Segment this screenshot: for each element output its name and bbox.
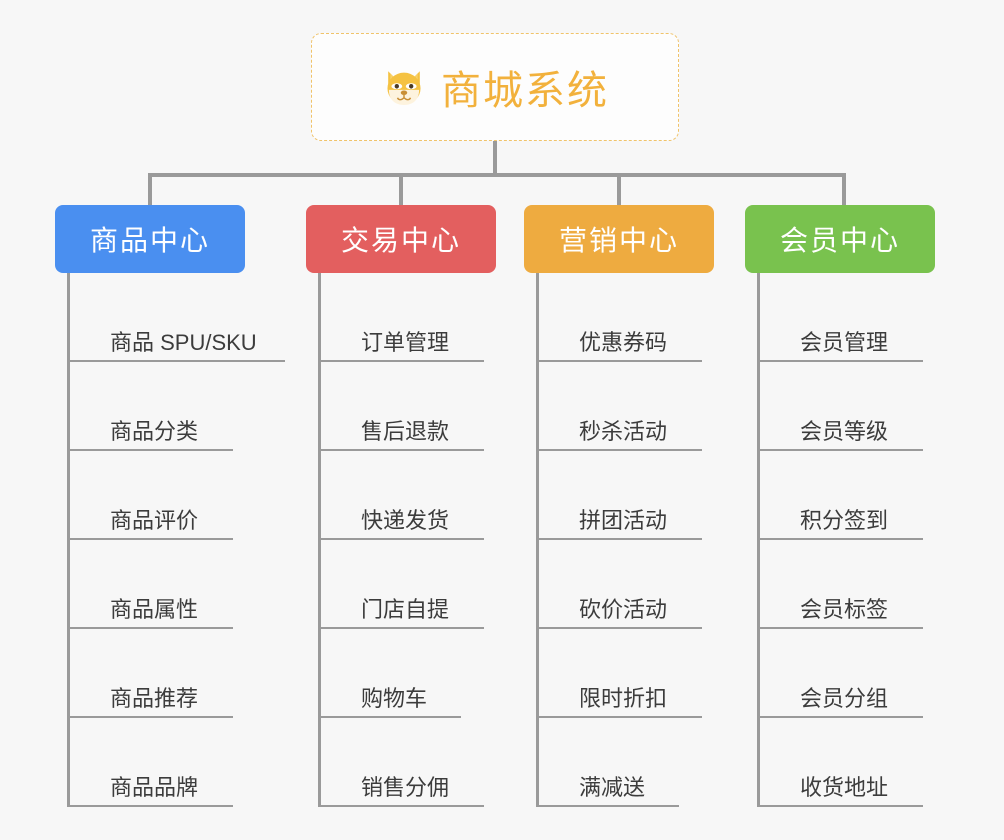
- category-box-member-center[interactable]: 会员中心: [745, 205, 935, 273]
- leaf-item[interactable]: 拼团活动: [539, 451, 726, 540]
- leaf-item-label: 优惠券码: [579, 330, 668, 355]
- leaf-item[interactable]: 购物车: [321, 629, 508, 718]
- leaf-item[interactable]: 商品评价: [70, 451, 257, 540]
- category-column-product-center: 商品中心商品 SPU/SKU 商品分类商品评价商品属性商品推荐商品品牌: [55, 205, 285, 807]
- leaf-item[interactable]: 满减送: [539, 718, 726, 807]
- leaf-item-label: 拼团活动: [579, 508, 668, 533]
- leaf-item-label: 商品推荐: [110, 686, 199, 711]
- connector-drop-product: [148, 173, 152, 207]
- leaf-item-label: 会员分组: [800, 686, 889, 711]
- leaf-item[interactable]: 会员分组: [760, 629, 947, 718]
- leaf-item-underline: [539, 538, 702, 540]
- leaf-item[interactable]: 优惠券码: [539, 273, 726, 362]
- leaf-item-underline: [70, 449, 233, 451]
- leaf-item-underline: [539, 627, 702, 629]
- leaf-item-label: 商品属性: [110, 597, 199, 622]
- leaf-item[interactable]: 商品品牌: [70, 718, 257, 807]
- leaf-item[interactable]: 会员等级: [760, 362, 947, 451]
- leaf-item-label: 商品分类: [110, 419, 199, 444]
- leaf-item-label: 会员管理: [800, 330, 889, 355]
- category-box-product-center[interactable]: 商品中心: [55, 205, 245, 273]
- leaf-item-underline: [70, 538, 233, 540]
- leaf-item[interactable]: 订单管理: [321, 273, 508, 362]
- category-column-member-center: 会员中心会员管理会员等级积分签到会员标签会员分组收货地址: [745, 205, 935, 807]
- leaf-item-label: 收货地址: [800, 775, 889, 800]
- leaf-item[interactable]: 砍价活动: [539, 540, 726, 629]
- leaf-item-underline: [539, 805, 679, 807]
- leaf-item-underline: [760, 360, 923, 362]
- leaf-item-underline: [539, 360, 702, 362]
- leaf-item-label: 会员标签: [800, 597, 889, 622]
- leaf-item-label: 售后退款: [361, 419, 450, 444]
- category-box-trade-center[interactable]: 交易中心: [306, 205, 496, 273]
- leaf-item-underline: [321, 360, 484, 362]
- leaf-item[interactable]: 商品 SPU/SKU: [70, 273, 285, 362]
- leaf-item-underline: [760, 805, 923, 807]
- leaf-item[interactable]: 商品属性: [70, 540, 257, 629]
- connector-root-stem: [493, 141, 497, 177]
- leaf-item-underline: [760, 449, 923, 451]
- leaf-item-label: 限时折扣: [579, 686, 668, 711]
- leaf-item[interactable]: 积分签到: [760, 451, 947, 540]
- leaf-item[interactable]: 会员管理: [760, 273, 947, 362]
- leaf-item-underline: [321, 627, 484, 629]
- connector-horizontal-bus: [148, 173, 846, 177]
- leaf-item-underline: [70, 360, 285, 362]
- root-node-mall-system[interactable]: 商城系统: [311, 33, 679, 141]
- leaf-item[interactable]: 快递发货: [321, 451, 508, 540]
- category-column-marketing-center: 营销中心优惠券码秒杀活动拼团活动砍价活动限时折扣满减送: [524, 205, 714, 807]
- leaf-item-label: 商品评价: [110, 508, 199, 533]
- leaf-item-underline: [539, 716, 702, 718]
- leaf-item[interactable]: 门店自提: [321, 540, 508, 629]
- leaf-item[interactable]: 商品分类: [70, 362, 257, 451]
- leaf-item-underline: [539, 449, 702, 451]
- leaf-item[interactable]: 收货地址: [760, 718, 947, 807]
- leaf-item-label: 商品品牌: [110, 775, 199, 800]
- leaf-item-label: 销售分佣: [361, 775, 450, 800]
- category-label: 会员中心: [779, 225, 900, 256]
- leaf-item-label: 会员等级: [800, 419, 889, 444]
- leaf-item-label: 满减送: [579, 775, 646, 800]
- leaf-item-underline: [760, 627, 923, 629]
- dog-face-icon: [381, 64, 427, 110]
- leaf-list-product-center: 商品 SPU/SKU 商品分类商品评价商品属性商品推荐商品品牌: [67, 273, 285, 807]
- category-column-trade-center: 交易中心订单管理售后退款快递发货门店自提购物车销售分佣: [306, 205, 496, 807]
- category-box-marketing-center[interactable]: 营销中心: [524, 205, 714, 273]
- leaf-item-label: 商品 SPU/SKU: [110, 330, 257, 355]
- leaf-item[interactable]: 限时折扣: [539, 629, 726, 718]
- category-label: 营销中心: [558, 225, 679, 256]
- root-title: 商城系统: [441, 69, 609, 113]
- leaf-item-label: 积分签到: [800, 508, 889, 533]
- leaf-item-underline: [321, 716, 461, 718]
- leaf-item-label: 订单管理: [361, 330, 450, 355]
- leaf-item-underline: [321, 538, 484, 540]
- leaf-list-trade-center: 订单管理售后退款快递发货门店自提购物车销售分佣: [318, 273, 508, 807]
- leaf-item-underline: [70, 716, 233, 718]
- leaf-item[interactable]: 会员标签: [760, 540, 947, 629]
- leaf-item[interactable]: 售后退款: [321, 362, 508, 451]
- leaf-list-marketing-center: 优惠券码秒杀活动拼团活动砍价活动限时折扣满减送: [536, 273, 726, 807]
- leaf-item-underline: [321, 805, 484, 807]
- leaf-item[interactable]: 商品推荐: [70, 629, 257, 718]
- leaf-item-underline: [70, 627, 233, 629]
- category-label: 商品中心: [89, 225, 210, 256]
- leaf-item-underline: [760, 538, 923, 540]
- leaf-item-label: 秒杀活动: [579, 419, 668, 444]
- connector-drop-marketing: [617, 173, 621, 207]
- leaf-item-label: 购物车: [361, 686, 428, 711]
- leaf-item[interactable]: 销售分佣: [321, 718, 508, 807]
- leaf-item-label: 快递发货: [361, 508, 450, 533]
- connector-drop-trade: [399, 173, 403, 207]
- leaf-item-underline: [70, 805, 233, 807]
- leaf-list-member-center: 会员管理会员等级积分签到会员标签会员分组收货地址: [757, 273, 947, 807]
- category-label: 交易中心: [340, 225, 461, 256]
- connector-drop-member: [842, 173, 846, 207]
- leaf-item[interactable]: 秒杀活动: [539, 362, 726, 451]
- leaf-item-underline: [760, 716, 923, 718]
- leaf-item-underline: [321, 449, 484, 451]
- leaf-item-label: 门店自提: [361, 597, 450, 622]
- leaf-item-label: 砍价活动: [579, 597, 668, 622]
